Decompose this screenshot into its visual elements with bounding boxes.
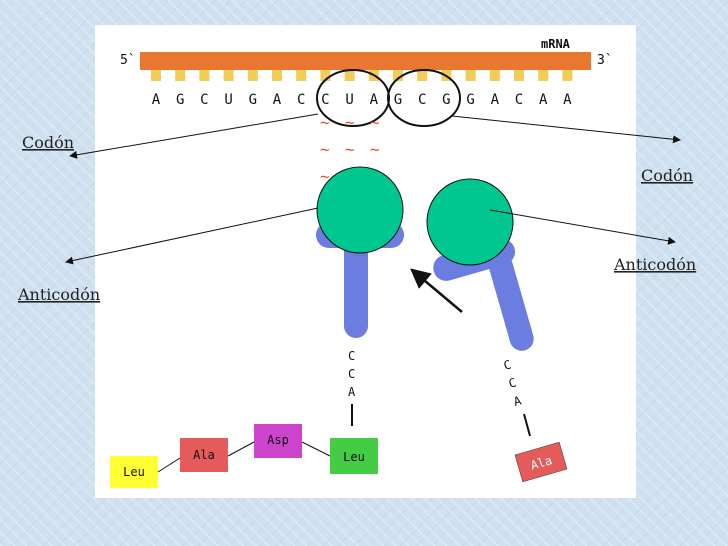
mrna-base-tooth — [344, 70, 355, 81]
mrna-base-letter: G — [442, 92, 450, 108]
trna-right-cca-3: A — [512, 393, 524, 409]
mrna-base-letter: C — [515, 92, 523, 108]
svg-text:~: ~ — [370, 140, 380, 159]
trna-left-anticodon-head — [316, 166, 404, 254]
trna-right-cca-2: C — [507, 375, 518, 390]
trna-right-link — [523, 413, 531, 437]
svg-text:~: ~ — [345, 140, 355, 159]
trna-right: C C A Ala — [426, 178, 568, 483]
peptide-bond-2 — [227, 441, 255, 457]
mrna-base-tooth — [393, 70, 403, 81]
svg-text:~: ~ — [320, 167, 330, 186]
trna-right-amino-label: Ala — [529, 453, 554, 472]
amino-asp-label: Asp — [267, 433, 289, 447]
mrna-base-letter: C — [321, 92, 329, 108]
trna-left-cca-3: A — [348, 385, 356, 399]
mrna-base-tooth — [223, 70, 234, 81]
mrna-label: mRNA — [541, 37, 571, 51]
mrna-base-letter: G — [176, 92, 184, 108]
mrna-base-letter: A — [563, 92, 572, 108]
mrna-base-letter: C — [200, 92, 208, 108]
codon-left-arrow — [69, 113, 319, 159]
svg-text:~: ~ — [370, 113, 380, 132]
mrna-base-letter: A — [152, 92, 161, 108]
codon-left-label: Codón — [22, 133, 74, 152]
amino-ala-label: Ala — [193, 448, 215, 462]
trna-right-anticodon-head — [426, 178, 514, 266]
incoming-trna-arrow — [410, 268, 463, 313]
peptide-chain: Leu Ala Asp Leu — [110, 424, 378, 488]
svg-text:~: ~ — [320, 140, 330, 159]
mrna-5-end-label: 5` — [120, 53, 136, 68]
anticodon-right-arrow — [489, 209, 676, 245]
trna-right-amino-box — [514, 441, 568, 483]
peptide-bond-3 — [301, 441, 331, 457]
mrna-backbone — [140, 52, 591, 70]
svg-text:~: ~ — [345, 113, 355, 132]
amino-asp-box — [254, 424, 302, 458]
mrna-base-letter: U — [224, 92, 232, 108]
anticodon-right-label: Anticodón — [613, 255, 696, 274]
mrna-base-tooth — [417, 70, 428, 81]
peptide-bond-1 — [157, 457, 181, 473]
trna-left: C C A — [316, 166, 404, 426]
mrna-base-letter: C — [418, 92, 426, 108]
mrna-base-letter: A — [491, 92, 500, 108]
trna-left-stem — [344, 236, 368, 338]
trna-right-stem — [488, 253, 534, 351]
codon-right-label: Codón — [641, 166, 693, 185]
mrna-base-letter: G — [249, 92, 257, 108]
mrna-base-tooth — [538, 70, 549, 81]
mrna-base-letter: U — [345, 92, 353, 108]
trna-right-cca-1: C — [502, 357, 513, 372]
amino-leu-1-label: Leu — [123, 465, 145, 479]
mrna-base-tooth — [296, 70, 307, 81]
mrna-base-letter: G — [466, 92, 474, 108]
trna-left-cca-2: C — [348, 367, 355, 381]
mrna-base-tooth — [199, 70, 210, 81]
mrna-base-tooth — [489, 70, 500, 81]
mrna-base-letter: A — [370, 92, 379, 108]
anticodon-left-label: Anticodón — [17, 285, 100, 304]
mrna-base-tooth — [247, 70, 258, 81]
mrna-3-end-label: 3` — [597, 53, 613, 68]
mrna-base-tooth — [562, 70, 573, 81]
mrna-base-tooth — [514, 70, 524, 81]
mrna-base-letter: G — [394, 92, 402, 108]
trna-left-cca-1: C — [348, 349, 355, 363]
mrna-base-tooth — [320, 70, 331, 81]
mrna-base-tooth — [465, 70, 476, 81]
mrna-base-letter: C — [297, 92, 305, 108]
anticodon-left-arrow — [65, 207, 319, 265]
mrna-base-tooth — [272, 70, 282, 81]
codon-right-arrow — [451, 115, 681, 144]
amino-ala-box — [180, 438, 228, 472]
svg-text:~: ~ — [320, 113, 330, 132]
codon-circle-right — [387, 69, 461, 127]
mrna-base-tooth — [175, 70, 186, 81]
mrna-base-tooth — [151, 70, 161, 81]
amino-leu-1-box — [110, 456, 158, 488]
amino-leu-2-label: Leu — [343, 450, 365, 464]
mrna-base-letter: A — [273, 92, 282, 108]
mrna-base-letter: A — [539, 92, 548, 108]
amino-leu-2-box — [330, 438, 378, 474]
